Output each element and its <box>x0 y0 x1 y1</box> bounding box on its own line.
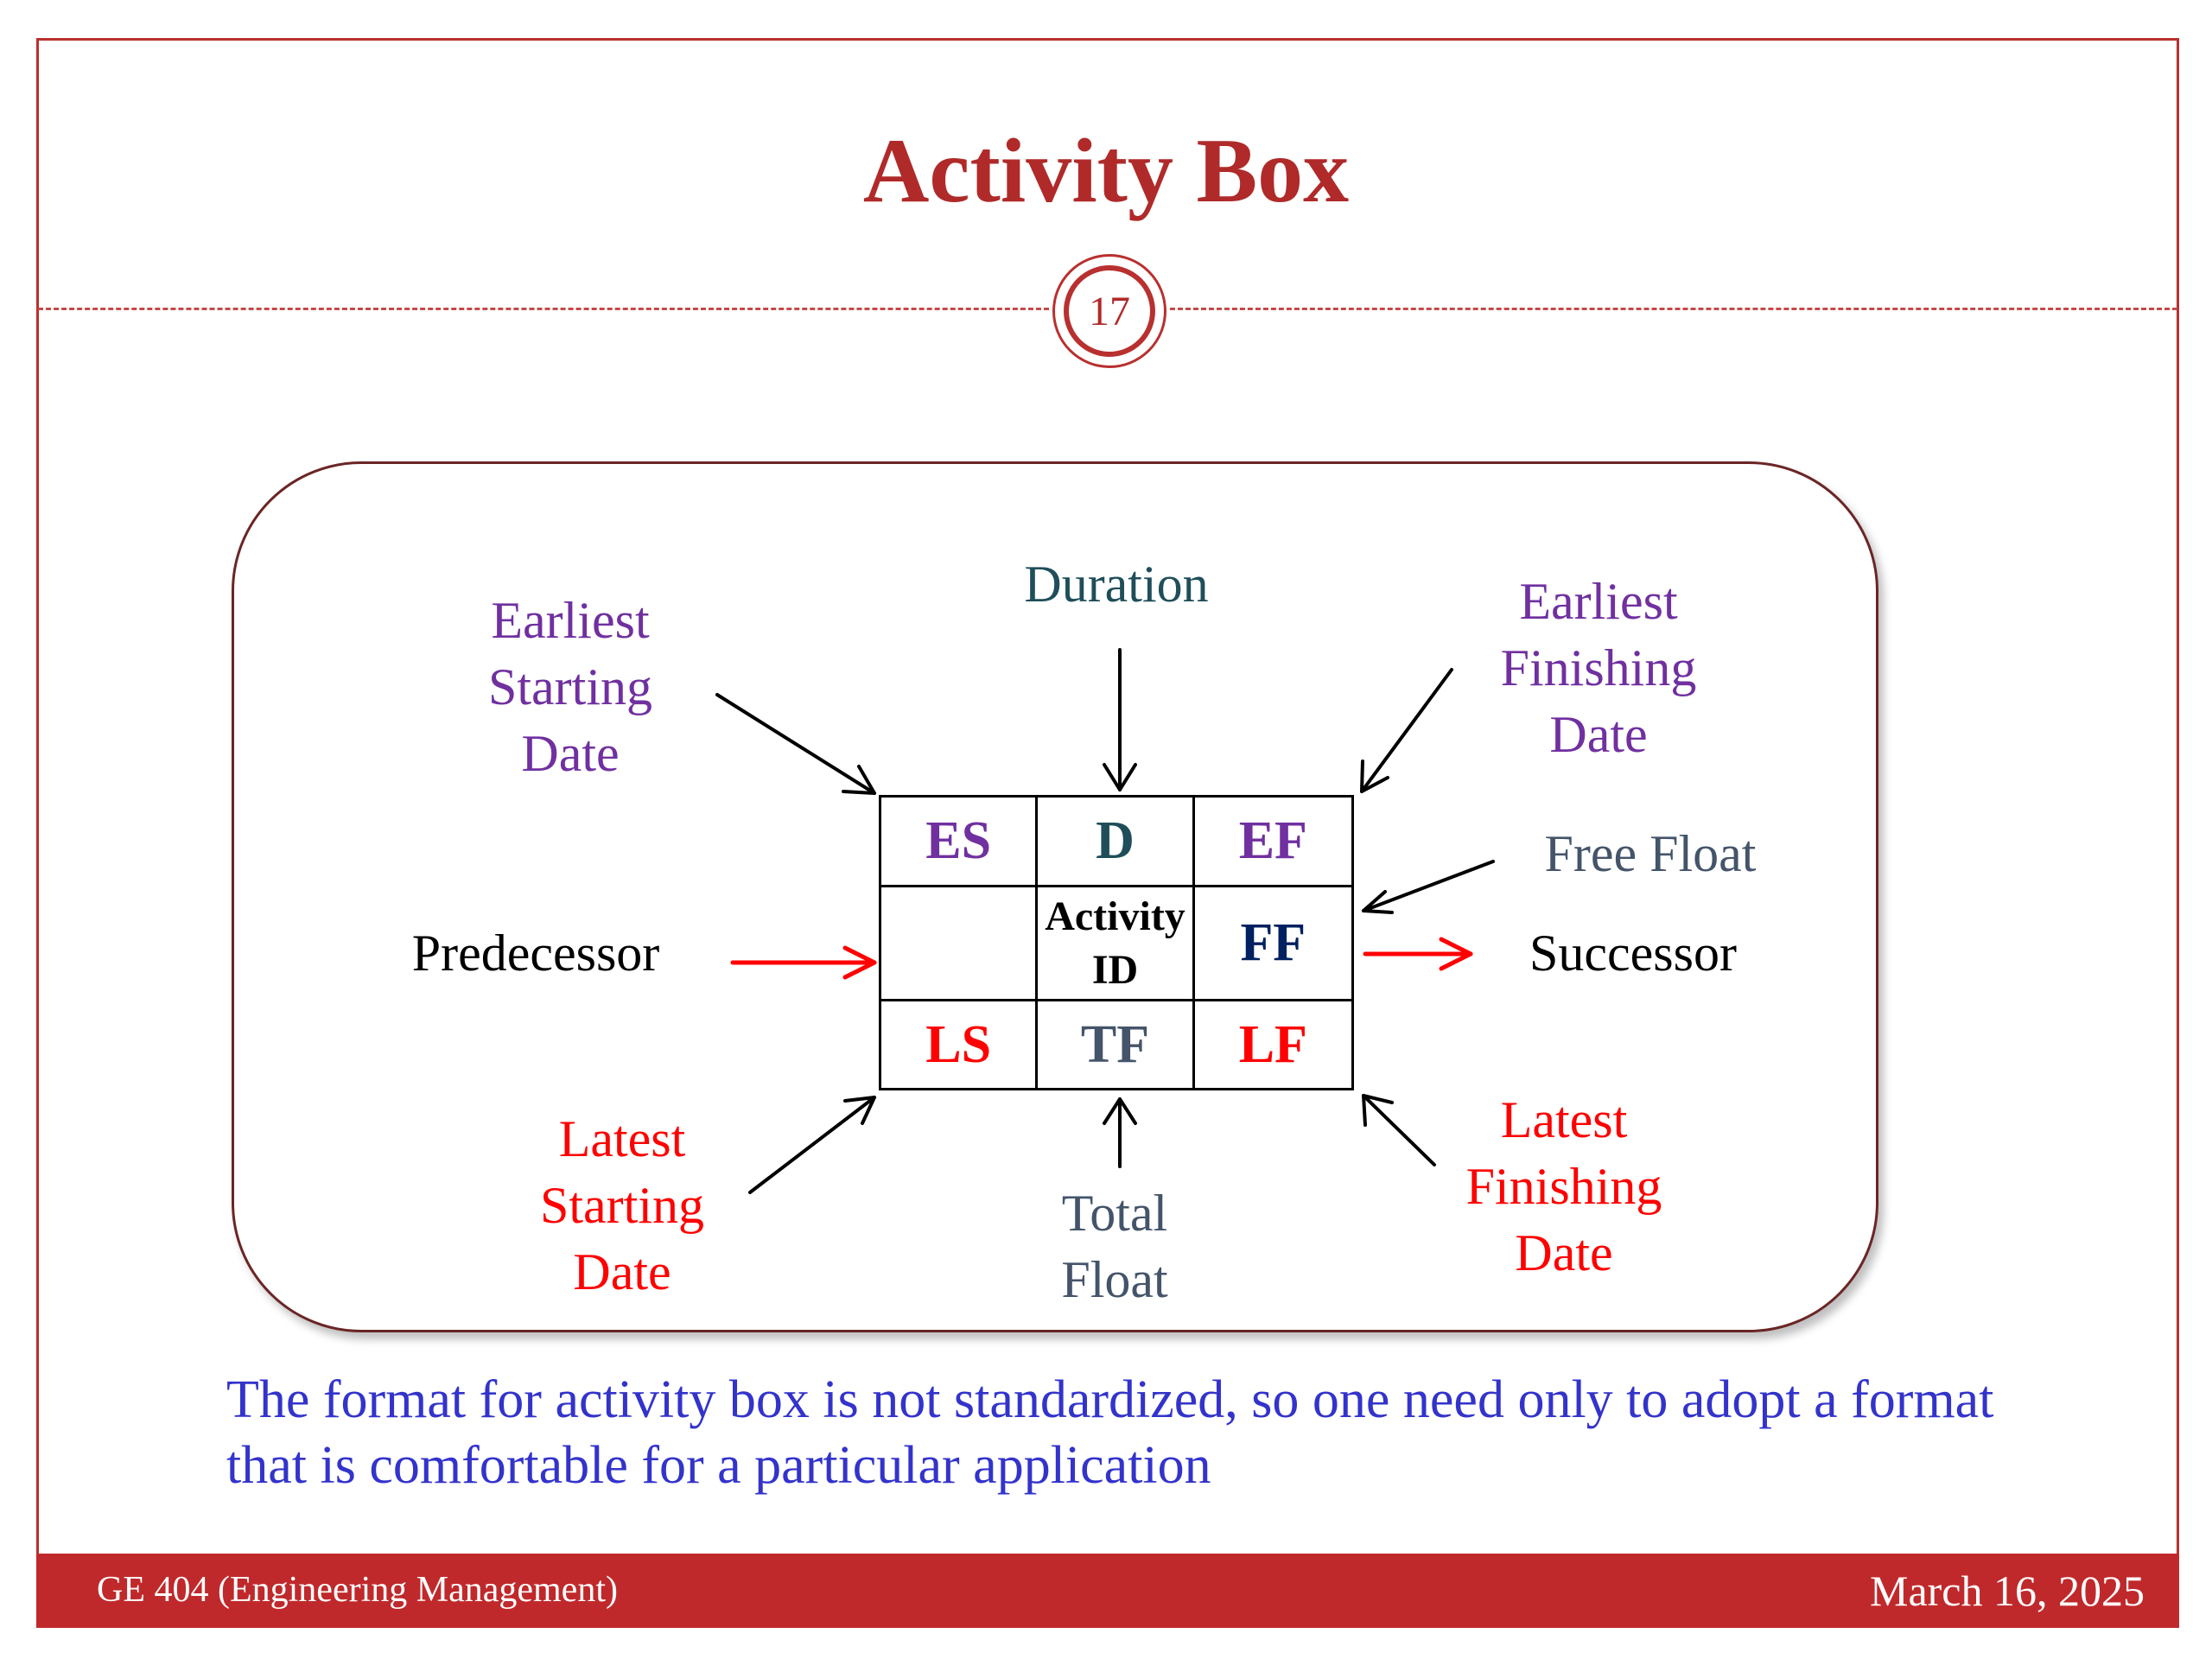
arrow-ef <box>1360 668 1453 793</box>
total-float-label: Total Float <box>1061 1185 1168 1308</box>
es-cell: ES <box>881 798 1039 887</box>
format-note: The format for activity box is not stand… <box>226 1370 1994 1495</box>
activity-id-cell: Activity ID <box>1038 887 1195 1001</box>
free-float-label: Free Float <box>1544 825 1757 882</box>
slide-title: Activity Box <box>862 120 1350 221</box>
arrow-tf <box>1103 1097 1137 1168</box>
ff-cell: FF <box>1194 887 1351 1001</box>
ef-cell: EF <box>1194 798 1351 887</box>
arrow-ff <box>1362 860 1495 914</box>
title-divider-left <box>38 308 1049 310</box>
earliest-finishing-date-label: Earliest Finishing Date <box>1500 573 1697 763</box>
latest-finishing-date-label: Latest Finishing Date <box>1465 1091 1662 1281</box>
duration-label: Duration <box>1024 556 1209 613</box>
predecessor-label: Predecessor <box>411 925 660 982</box>
empty-cell <box>881 887 1039 1001</box>
d-cell: D <box>1038 798 1195 887</box>
footer-course: GE 404 (Engineering Management) <box>97 1570 618 1610</box>
lf-cell: LF <box>1238 1014 1307 1074</box>
page-number-badge: 17 <box>1052 254 1166 368</box>
activity-box-grid: ES D EF Activity ID FF LS TF LF <box>879 795 1354 1090</box>
footer-date: March 16, 2025 <box>1870 1567 2145 1615</box>
arrow-predecessor <box>730 945 877 980</box>
arrow-duration <box>1103 648 1137 791</box>
diagram-panel <box>232 461 1878 1332</box>
page-number: 17 <box>1064 265 1155 357</box>
arrow-ls <box>748 1096 876 1194</box>
arrow-successor <box>1363 937 1473 971</box>
footer-bar: GE 404 (Engineering Management) March 16… <box>36 1554 2179 1628</box>
arrow-lf <box>1362 1094 1436 1166</box>
latest-starting-date-label: Latest Starting Date <box>540 1110 704 1300</box>
title-divider-right <box>1170 308 2177 310</box>
successor-label: Successor <box>1529 925 1737 982</box>
ls-cell: LS <box>881 1001 1039 1088</box>
arrow-es <box>715 693 876 795</box>
earliest-starting-date-label: Earliest Starting Date <box>488 592 652 782</box>
tf-cell: TF <box>1038 1001 1195 1088</box>
